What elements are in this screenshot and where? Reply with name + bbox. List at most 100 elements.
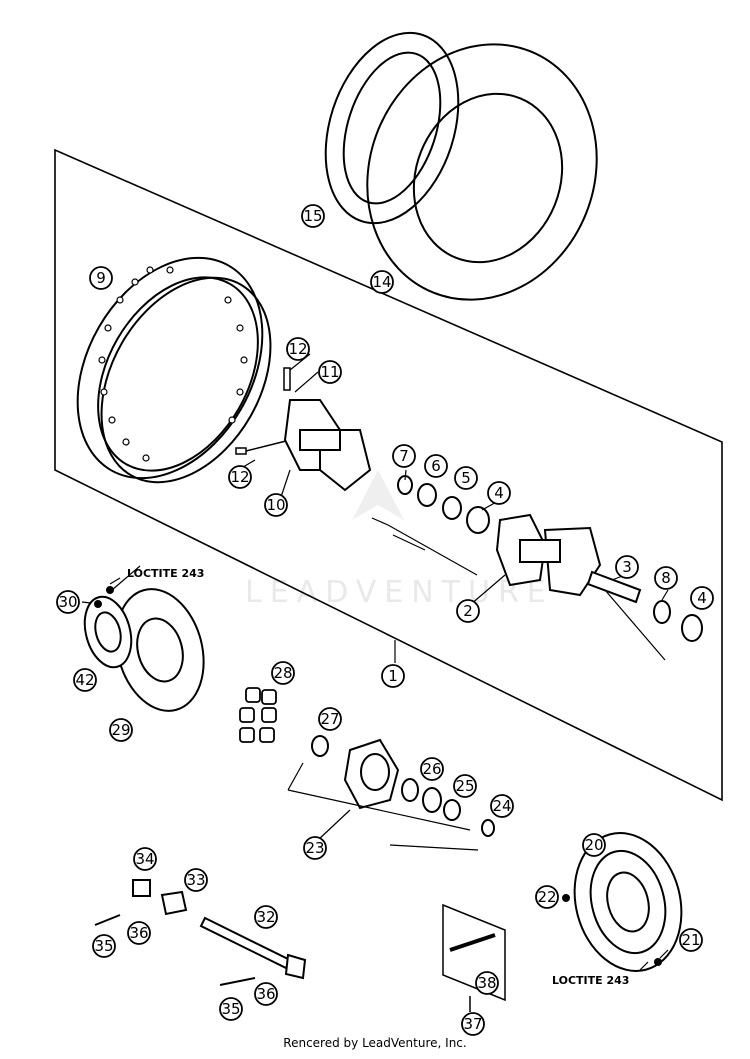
callout-label: 21 <box>681 931 700 949</box>
callout-25: 25 <box>453 774 477 798</box>
callout-12: 12 <box>286 337 310 361</box>
callout-9: 9 <box>89 266 113 290</box>
callout-4: 4 <box>690 586 714 610</box>
callout-8: 8 <box>654 566 678 590</box>
hub-2-illustration <box>495 513 602 597</box>
callout-label: 10 <box>266 496 285 514</box>
footer-credit: Rencered by LeadVenture, Inc. <box>283 1036 467 1050</box>
callout-29: 29 <box>109 718 133 742</box>
callout-label: 38 <box>477 974 496 992</box>
loctite-note-1: LOCTITE 243 <box>109 567 204 585</box>
callout-27: 27 <box>318 707 342 731</box>
callout-circle <box>109 718 133 742</box>
callout-circle <box>127 921 151 945</box>
callout-label: 8 <box>661 569 671 587</box>
rim-illustration <box>76 256 272 484</box>
callout-label: 15 <box>303 207 322 225</box>
callout-22: 22 <box>535 885 559 909</box>
callout-7: 7 <box>392 444 416 468</box>
callout-14: 14 <box>370 270 394 294</box>
callout-28: 28 <box>271 661 295 685</box>
callout-label: 24 <box>492 797 511 815</box>
callout-circle <box>133 847 157 871</box>
loctite-note-2: LOCTITE 243 <box>552 961 649 987</box>
callout-circle <box>679 928 703 952</box>
callout-label: 25 <box>455 777 474 795</box>
sprocket-carrier-illustration <box>287 735 495 851</box>
callout-circle <box>219 997 243 1021</box>
callout-circle <box>228 465 252 489</box>
assembly-frame <box>54 148 723 802</box>
watermark-text: LEADVENTURE <box>245 575 554 610</box>
callout-5: 5 <box>454 466 478 490</box>
callout-label: 22 <box>537 888 556 906</box>
callout-circle <box>184 868 208 892</box>
callout-circle <box>654 566 678 590</box>
callout-label: 3 <box>622 558 632 576</box>
callout-label: 14 <box>372 273 391 291</box>
tire-tube-illustration <box>324 31 598 301</box>
watermark: LEADVENTURE <box>245 470 554 610</box>
callout-circle <box>582 833 606 857</box>
callout-circle <box>271 661 295 685</box>
callout-circle <box>456 599 480 623</box>
callout-label: 7 <box>399 447 409 465</box>
callout-10: 10 <box>264 493 288 517</box>
callout-label: 6 <box>431 457 441 475</box>
callout-21: 21 <box>679 928 703 952</box>
callout-label: 4 <box>697 589 707 607</box>
callout-circle <box>254 982 278 1006</box>
callout-label: 1 <box>388 667 398 685</box>
callout-15: 15 <box>301 204 325 228</box>
rear-sprocket-illustration <box>562 832 683 972</box>
callout-label: 35 <box>94 937 113 955</box>
callout-circle <box>690 586 714 610</box>
callout-label: 42 <box>75 671 94 689</box>
callout-label: 26 <box>422 760 441 778</box>
callout-label: 27 <box>320 710 339 728</box>
callout-circle <box>461 1012 485 1036</box>
callout-label: 2 <box>463 602 473 620</box>
callout-30: 30 <box>56 590 80 614</box>
callout-circle <box>301 204 325 228</box>
callout-24: 24 <box>490 794 514 818</box>
callout-34: 34 <box>133 847 157 871</box>
callout-label: 28 <box>273 664 292 682</box>
callout-1: 1 <box>381 664 405 688</box>
dampers-illustration <box>239 687 277 743</box>
callout-circle <box>487 481 511 505</box>
callout-32: 32 <box>254 905 278 929</box>
chain-box <box>442 903 506 1012</box>
callout-label: 11 <box>320 363 339 381</box>
callout-label: 29 <box>111 721 130 739</box>
callout-4: 4 <box>487 481 511 505</box>
callout-20: 20 <box>582 833 606 857</box>
callout-label: 23 <box>305 839 324 857</box>
callout-2: 2 <box>456 599 480 623</box>
callout-6: 6 <box>424 454 448 478</box>
callout-circle <box>535 885 559 909</box>
callout-circle <box>381 664 405 688</box>
callout-circle <box>73 668 97 692</box>
valve-parts <box>235 367 291 455</box>
callout-label: 32 <box>256 908 275 926</box>
bearings-row-1 <box>371 475 490 576</box>
callout-circle <box>264 493 288 517</box>
callout-label: 5 <box>461 469 471 487</box>
callout-42: 42 <box>73 668 97 692</box>
callout-circle <box>453 774 477 798</box>
callout-circle <box>454 466 478 490</box>
callout-circle <box>303 836 327 860</box>
brake-disc-illustration <box>83 586 205 712</box>
callout-label: 33 <box>186 871 205 889</box>
callout-circle <box>490 794 514 818</box>
callout-label: 36 <box>256 985 275 1003</box>
callout-label: 30 <box>58 593 77 611</box>
callout-circle <box>318 707 342 731</box>
callout-label: 34 <box>135 850 154 868</box>
axle-illustration <box>94 879 307 986</box>
callout-circle <box>56 590 80 614</box>
callout-group: 1514912111210765423841304229282726252423… <box>56 204 714 1036</box>
callout-label: 36 <box>129 924 148 942</box>
callout-circle <box>318 360 342 384</box>
